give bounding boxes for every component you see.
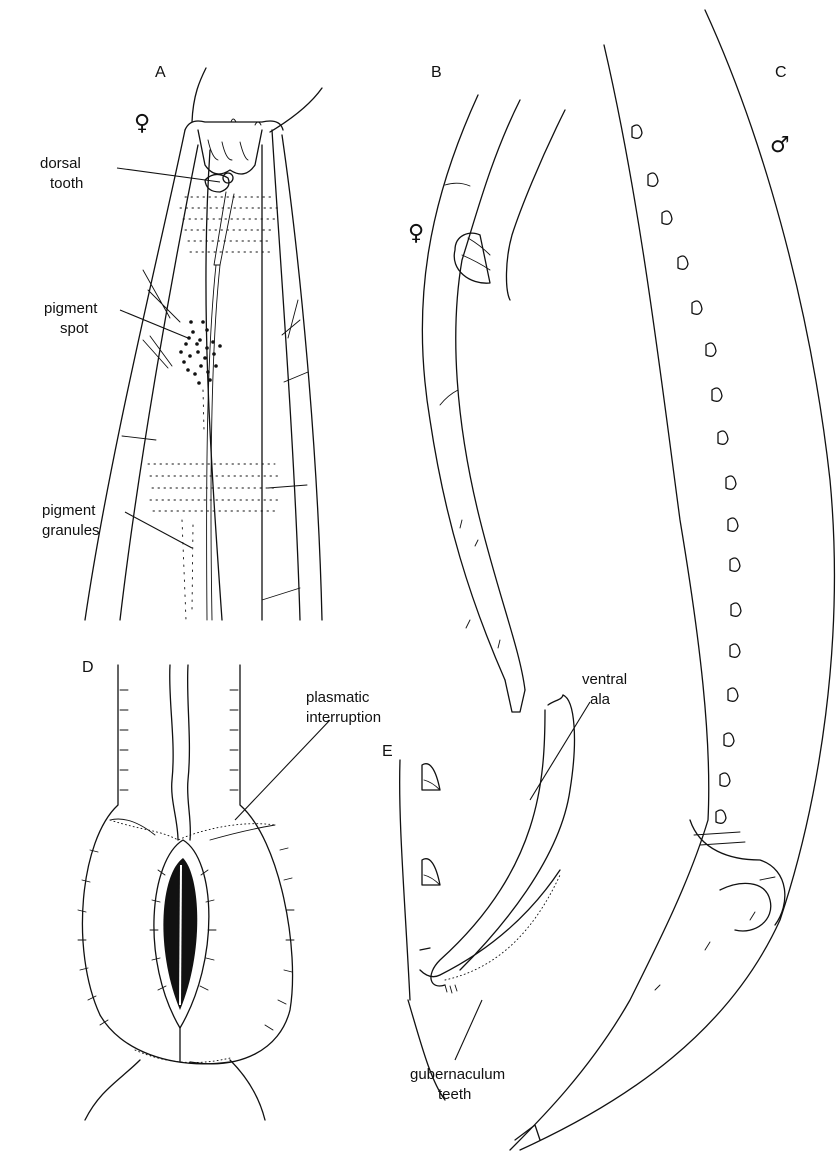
label-spot: spot <box>60 320 89 337</box>
panel-c-male-drawing <box>510 10 834 1150</box>
panel-letter-b: B <box>431 64 442 81</box>
panel-a-head-drawing <box>85 68 322 620</box>
label-pigment-2: pigment <box>42 502 96 519</box>
panel-letter-a: A <box>155 64 166 81</box>
panel-d-bulb-drawing <box>78 665 294 1120</box>
panel-letter-e: E <box>382 743 393 760</box>
panel-e-spicule-drawing <box>400 695 575 1100</box>
panel-letter-c: C <box>775 64 787 81</box>
label-tooth: tooth <box>50 175 83 192</box>
panel-b-tail-drawing <box>422 95 565 712</box>
label-interruption: interruption <box>306 709 381 726</box>
label-plasmatic: plasmatic <box>306 689 370 706</box>
label-teeth: teeth <box>438 1086 471 1103</box>
label-ala: ala <box>590 691 611 708</box>
panel-letter-d: D <box>82 659 94 676</box>
granule-rows-upper <box>180 197 280 252</box>
label-gubernaculum: gubernaculum <box>410 1066 505 1083</box>
label-ventral: ventral <box>582 671 627 688</box>
label-granules: granules <box>42 522 100 539</box>
label-pigment: pigment <box>44 300 98 317</box>
female-symbol-a: ♀ <box>134 111 150 136</box>
female-symbol-b: ♀ <box>408 221 424 246</box>
supplement-row <box>632 125 741 823</box>
male-symbol-c: ♂ <box>770 133 790 158</box>
label-dorsal: dorsal <box>40 155 81 172</box>
